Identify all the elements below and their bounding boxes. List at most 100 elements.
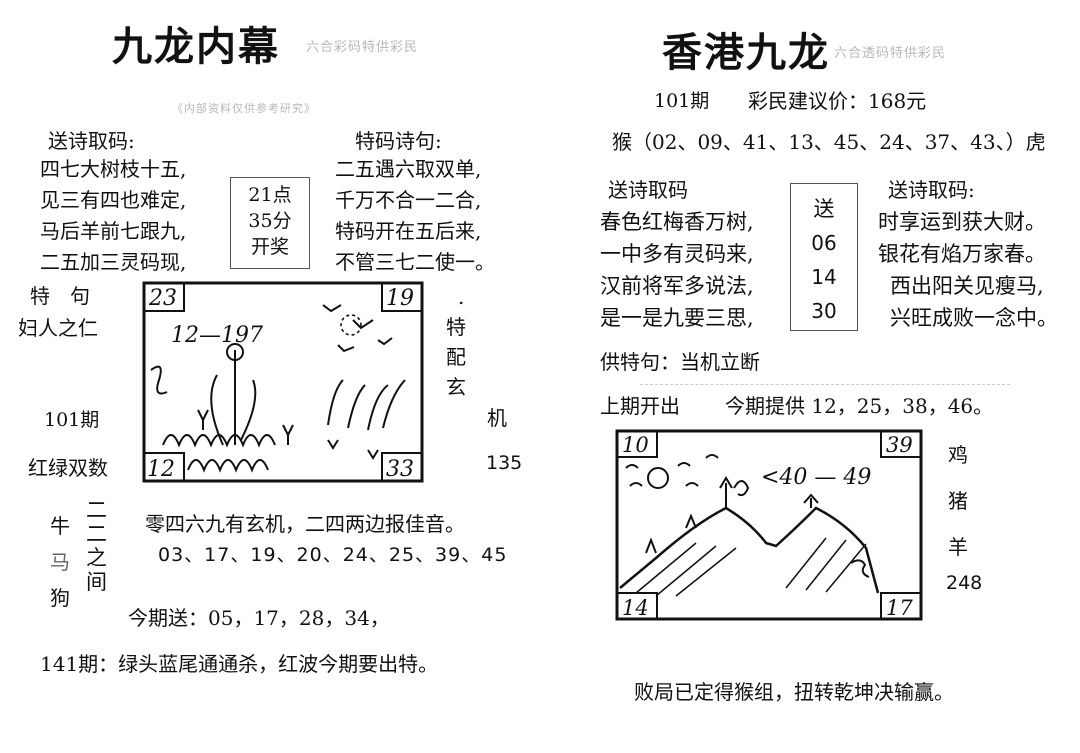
poem-line: 不管三七二使一。 xyxy=(335,250,495,274)
between-text: 二 二 之 间 xyxy=(86,498,107,594)
poem-line: 西出阳关见瘦马, xyxy=(890,274,1044,298)
corner-box xyxy=(880,592,922,620)
corner-box xyxy=(880,430,922,458)
animal-char: 马 xyxy=(50,550,70,574)
draw-time-line: 21点 xyxy=(248,184,292,206)
corner-number: 33 xyxy=(386,457,414,482)
poem-line: 千万不合一二合, xyxy=(335,188,482,212)
left-poem-right-heading: 特码诗句: xyxy=(355,129,442,153)
send-number: 30 xyxy=(811,299,837,323)
sketch-stroke xyxy=(850,559,870,578)
left-poem-left-heading: 送诗取码: xyxy=(48,129,135,153)
left-faint-line: 《内部资料仅供参考研究》 xyxy=(172,102,316,115)
sketch-hill xyxy=(619,506,880,594)
send-number: 14 xyxy=(811,265,837,289)
corner-number: 14 xyxy=(622,596,649,620)
corner-number: 19 xyxy=(386,286,414,311)
poem-line: 汉前将军多说法, xyxy=(600,274,754,298)
draw-time-box: 21点 35分 开奖 xyxy=(230,177,310,269)
animal-char: 羊 xyxy=(948,535,968,559)
send-number: 06 xyxy=(811,231,837,255)
sketch-sun xyxy=(340,314,362,336)
last-issue-label: 上期开出 xyxy=(600,394,680,418)
poem-line: 银花有焰万家春。 xyxy=(878,242,1046,266)
poem-line: 见三有四也难定, xyxy=(40,188,187,212)
draw-time-line: 开奖 xyxy=(250,236,289,258)
red-green-label: 红绿双数 xyxy=(28,456,108,480)
send-label: 送 xyxy=(813,197,835,221)
poem-line: 四七大树枝十五, xyxy=(40,157,187,181)
between-char: 二 xyxy=(86,498,107,522)
issue-141-line: 141期：绿头蓝尾通通杀，红波今期要出特。 xyxy=(40,652,439,676)
today-send: 今期送：05，17，28，34， xyxy=(128,606,390,630)
poem-line: 特码开在五后来, xyxy=(335,219,482,243)
animal-char: 猪 xyxy=(948,489,968,513)
animal-char: 狗 xyxy=(50,586,70,610)
send-numbers-box: 送 06 14 30 xyxy=(790,183,858,331)
between-char: 间 xyxy=(86,570,107,594)
corner-number: 39 xyxy=(886,433,913,457)
sketch-stroke xyxy=(197,409,379,460)
sketch-flower xyxy=(226,343,244,361)
left-poem-right: 二五遇六取双单, 千万不合一二合, 特码开在五后来, 不管三七二使一。 xyxy=(335,154,495,278)
corner-box xyxy=(143,452,185,482)
right-poem-left-heading: 送诗取码 xyxy=(608,178,688,202)
right-poem-right: 时享运到获大财。 银花有焰万家春。 西出阳关见瘦马, 兴旺成败一念中。 xyxy=(878,206,1058,334)
right-poem-right-heading: 送诗取码: xyxy=(888,178,975,202)
hint-line-2: 03、17、19、20、24、25、39、45 xyxy=(158,544,508,566)
animal-char: 牛 xyxy=(50,514,70,538)
right-drawing: 10 39 14 17 <40 — 49 xyxy=(615,429,923,621)
faint-divider xyxy=(640,384,1010,385)
left-subtitle: 六合彩码特供彩民 xyxy=(306,40,419,55)
this-issue-numbers: 今期提供 12，25，38，46。 xyxy=(725,394,994,418)
sketch-stroke xyxy=(327,379,406,431)
poem-line: 二五加三灵码现, xyxy=(40,250,187,274)
left-title: 九龙内幕 xyxy=(112,23,280,70)
sketch-sun xyxy=(647,467,669,489)
right-right-number: 248 xyxy=(946,572,983,594)
drawing-scrawl: <40 — 49 xyxy=(761,465,871,490)
sketch-stroke xyxy=(625,454,719,487)
draw-time-line: 35分 xyxy=(248,210,292,232)
right-bottom-line: 败局已定得猴组，扭转乾坤决输赢。 xyxy=(634,680,954,704)
between-char: 二 xyxy=(86,522,107,546)
animal-char: 鸡 xyxy=(948,443,968,467)
right-animals: 鸡 猪 羊 xyxy=(948,432,968,570)
left-issue: 101期 xyxy=(44,409,100,431)
right-title: 香港九龙 xyxy=(662,29,830,76)
corner-box xyxy=(143,282,185,312)
sketch-stroke xyxy=(635,537,867,597)
sketch-stroke xyxy=(645,476,819,554)
drawing-scrawl: 12—197 xyxy=(171,323,263,348)
vertical-char: 玄 xyxy=(446,375,466,399)
hint-line-1: 零四六九有玄机，二四两边报佳音。 xyxy=(145,512,465,536)
corner-box xyxy=(381,452,423,482)
corner-box xyxy=(381,282,423,312)
sketch-stroke xyxy=(733,480,750,497)
drawing-frame xyxy=(142,281,424,483)
left-drawing: 23 19 12 33 12—197 xyxy=(142,281,424,483)
right-subtitle: 六合透码特供彩民 xyxy=(834,46,947,61)
corner-box xyxy=(616,430,658,458)
right-special-phrase: 供特句：当机立断 xyxy=(600,350,760,374)
vertical-char: 机 xyxy=(487,406,507,430)
left-poem-left: 四七大树枝十五, 见三有四也难定, 马后羊前七跟九, 二五加三灵码现, xyxy=(40,154,186,278)
suggested-price: 彩民建议价：168元 xyxy=(748,89,927,113)
sketch-stroke xyxy=(210,350,257,446)
drawing-frame xyxy=(615,429,923,621)
special-phrase: 妇人之仁 xyxy=(18,316,98,340)
corner-number: 17 xyxy=(886,596,913,620)
vertical-char: 特 xyxy=(446,315,466,339)
poem-line: 春色红梅香万树, xyxy=(600,210,754,234)
special-label: 特 句 xyxy=(30,284,90,308)
poem-line: 是一是九要三思, xyxy=(600,306,754,330)
left-vertical-text: 特 配 玄 xyxy=(446,312,466,402)
between-char: 之 xyxy=(86,546,107,570)
right-issue: 101期 xyxy=(654,90,710,112)
poem-line: 二五遇六取双单, xyxy=(335,157,482,181)
sketch-stroke xyxy=(150,365,168,395)
corner-number: 10 xyxy=(622,433,649,457)
monkey-numbers-line: 猴（02、09、41、13、45、24、37、43、）虎 xyxy=(612,130,1046,154)
poem-line: 马后羊前七跟九, xyxy=(40,219,187,243)
right-dot: . xyxy=(458,285,465,309)
